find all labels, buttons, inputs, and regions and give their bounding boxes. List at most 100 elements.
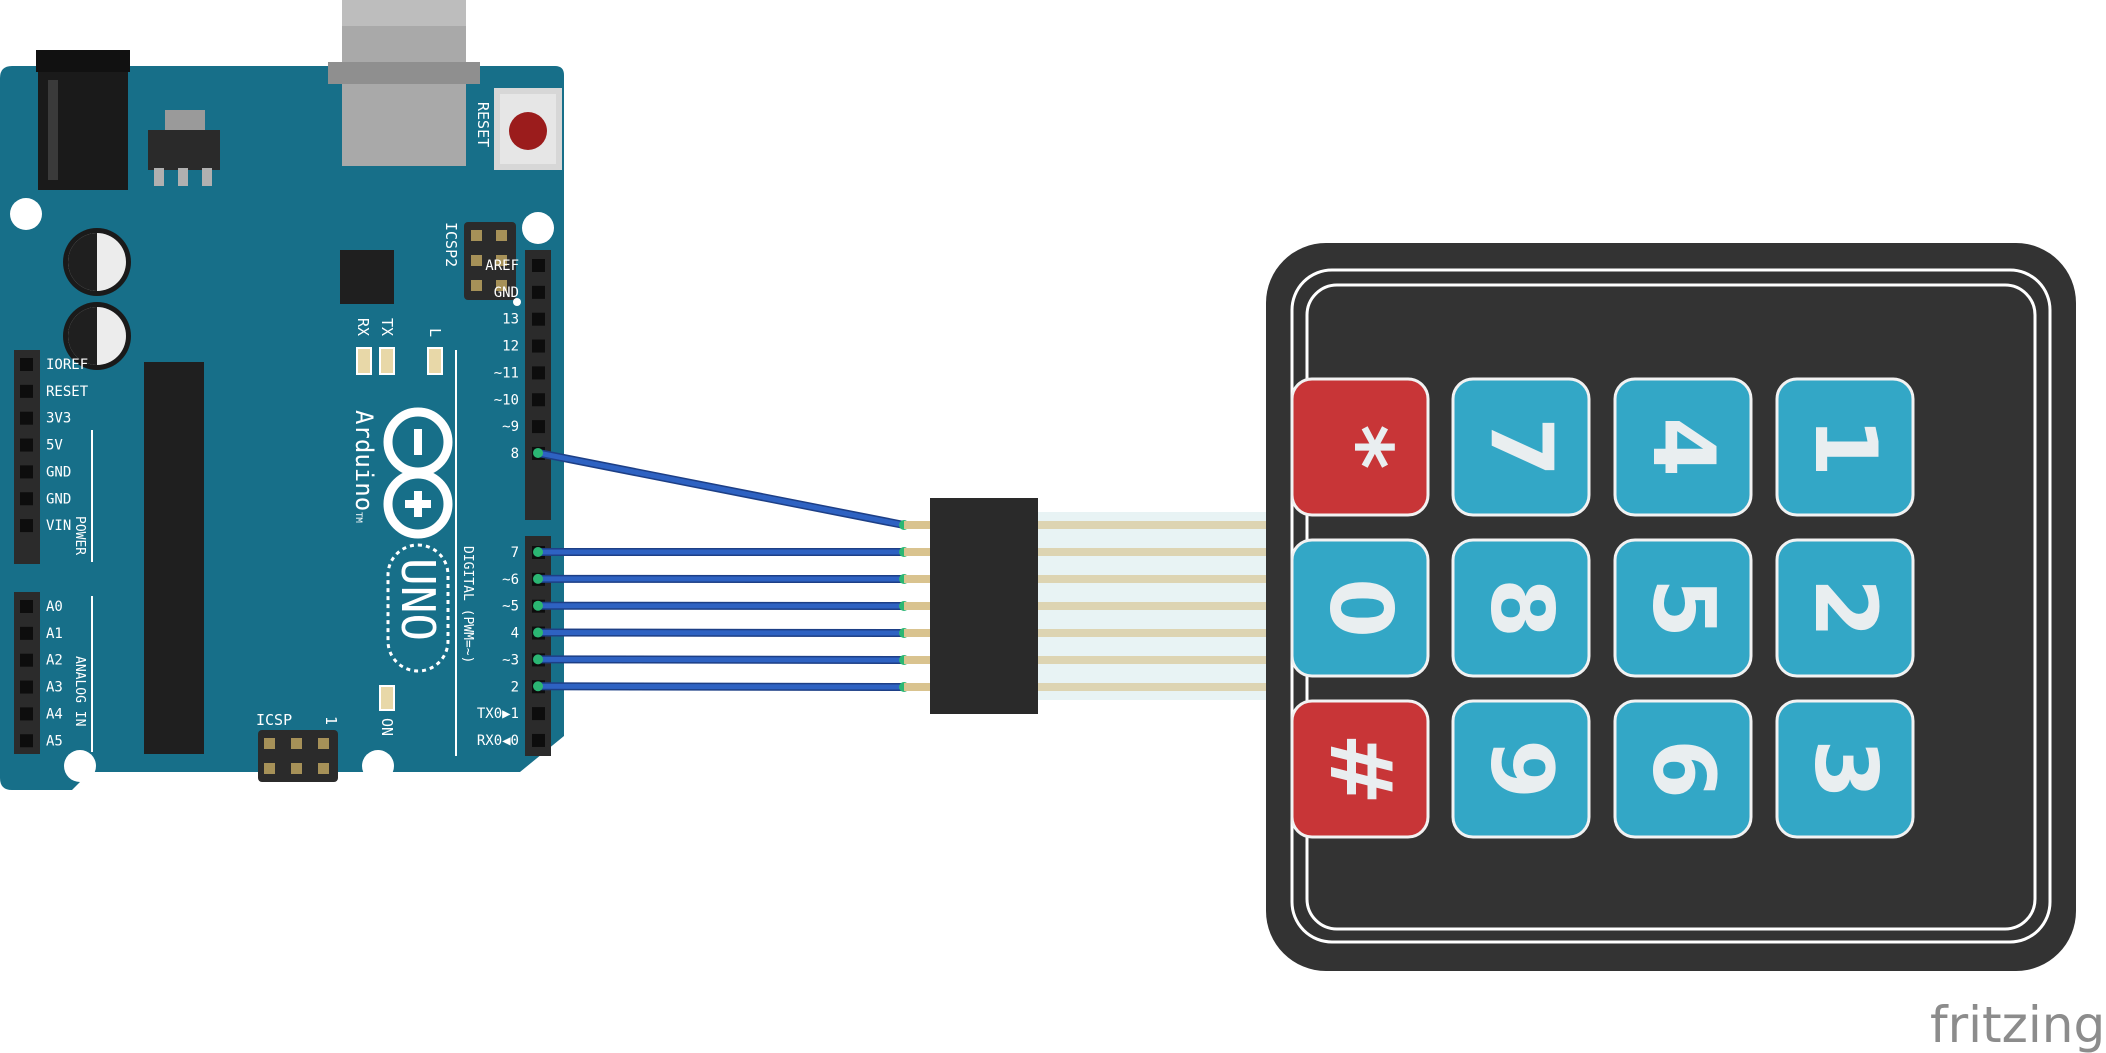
key-label: 5 bbox=[1633, 578, 1733, 638]
analog-pin-label: A1 bbox=[46, 626, 63, 642]
ribbon-trace bbox=[1038, 548, 1266, 556]
connector-leg bbox=[904, 656, 934, 664]
keypad-key[interactable]: 2 bbox=[1775, 538, 1915, 678]
icsp-label: ICSP bbox=[256, 711, 292, 729]
digital-pin-label: AREF bbox=[485, 258, 519, 274]
key-label: # bbox=[1310, 733, 1410, 805]
jumper-wire-core bbox=[535, 683, 907, 690]
key-label: 3 bbox=[1795, 739, 1895, 799]
keypad-key[interactable]: * bbox=[1290, 377, 1430, 517]
key-face bbox=[1451, 538, 1591, 678]
digital-pin-label: 13 bbox=[502, 312, 519, 328]
uno-badge bbox=[386, 543, 450, 673]
keypad-key[interactable]: # bbox=[1290, 699, 1430, 839]
key-face bbox=[1451, 377, 1591, 517]
power-pin-label: RESET bbox=[46, 384, 89, 400]
usb-connector bbox=[328, 0, 480, 166]
icsp-header bbox=[258, 730, 338, 782]
digital-label: DIGITAL (PWM=~) bbox=[460, 546, 475, 663]
keypad-key[interactable]: 3 bbox=[1775, 699, 1915, 839]
keypad-key[interactable]: 4 bbox=[1613, 377, 1753, 517]
brand-label: Arduino bbox=[350, 410, 378, 511]
mounting-hole bbox=[64, 750, 96, 782]
digital-pin-label: ~11 bbox=[494, 365, 519, 381]
digital-pin-label: 8 bbox=[511, 446, 519, 462]
ribbon-trace bbox=[1038, 683, 1266, 691]
wire-end bbox=[533, 547, 543, 557]
board-pcb bbox=[0, 66, 564, 790]
header-pin bbox=[532, 733, 545, 747]
rx-label: RX bbox=[354, 318, 372, 336]
header-pin bbox=[532, 366, 545, 380]
power-label: POWER bbox=[72, 516, 87, 555]
digital-pin-label: 4 bbox=[511, 626, 519, 642]
keypad-key[interactable]: 5 bbox=[1613, 538, 1753, 678]
header-pin bbox=[20, 492, 33, 506]
usb-chip bbox=[340, 250, 394, 304]
keypad: * 0 #7 8 9 4 5 6 1 2 3 bbox=[1266, 243, 2076, 971]
keypad-key[interactable]: 6 bbox=[1613, 699, 1753, 839]
icsp2-header bbox=[464, 222, 516, 300]
header-pin bbox=[20, 519, 33, 533]
ribbon-trace bbox=[1038, 656, 1266, 664]
analog-label: ANALOG IN bbox=[72, 656, 87, 726]
fritzing-watermark: fritzing bbox=[1930, 996, 2105, 1053]
l-led bbox=[427, 347, 443, 375]
jumper-wires bbox=[533, 447, 909, 692]
key-label: 9 bbox=[1471, 739, 1571, 799]
mounting-hole bbox=[362, 750, 394, 782]
digital-pin-label: ~9 bbox=[502, 419, 519, 435]
keypad-key[interactable]: 8 bbox=[1451, 538, 1591, 678]
header-pin bbox=[20, 707, 33, 721]
key-face bbox=[1775, 377, 1915, 517]
tm-label: TM bbox=[353, 512, 363, 523]
keypad-key[interactable]: 9 bbox=[1451, 699, 1591, 839]
key-label: 8 bbox=[1471, 578, 1571, 638]
digital-pin-label: RX0◀0 bbox=[477, 733, 519, 749]
wire-end bbox=[533, 654, 543, 665]
wire-end bbox=[533, 681, 543, 692]
key-label: 6 bbox=[1633, 739, 1733, 799]
tx-label: TX bbox=[378, 318, 396, 336]
power-pin-label: VIN bbox=[46, 518, 71, 534]
power-pin-label: IOREF bbox=[46, 357, 88, 373]
key-face bbox=[1290, 538, 1430, 678]
icsp2-label: ICSP2 bbox=[442, 222, 460, 267]
arduino-logo bbox=[383, 407, 453, 539]
key-face bbox=[1775, 538, 1915, 678]
header-pin bbox=[532, 707, 545, 721]
keypad-key[interactable]: 0 bbox=[1290, 538, 1430, 678]
capacitor bbox=[63, 302, 131, 370]
mounting-hole bbox=[10, 198, 42, 230]
header-pin bbox=[20, 653, 33, 667]
key-face bbox=[1613, 377, 1753, 517]
keypad-key[interactable]: 1 bbox=[1775, 377, 1915, 517]
power-pin-label: GND bbox=[46, 491, 71, 507]
mounting-hole bbox=[522, 212, 554, 244]
analog-pin-label: A5 bbox=[46, 733, 63, 749]
digital-header-upper bbox=[525, 250, 551, 520]
header-pin bbox=[532, 285, 545, 299]
rx-led bbox=[356, 347, 372, 375]
ribbon-trace bbox=[1038, 521, 1266, 529]
arduino-uno-board: RESET ICSP2 bbox=[0, 0, 564, 790]
connector-leg bbox=[904, 548, 934, 556]
header-pin bbox=[20, 680, 33, 694]
header-pin bbox=[532, 339, 545, 353]
ribbon-trace bbox=[1038, 575, 1266, 583]
key-label: * bbox=[1310, 425, 1410, 470]
power-pin-label: GND bbox=[46, 464, 71, 480]
wire-end bbox=[533, 600, 543, 611]
header-pin bbox=[20, 465, 33, 479]
atmega-chip bbox=[144, 362, 204, 754]
model-label: UNO bbox=[391, 558, 445, 641]
keypad-key[interactable]: 7 bbox=[1451, 377, 1591, 517]
header-pin bbox=[20, 411, 33, 425]
reset-button[interactable] bbox=[494, 88, 562, 170]
digital-pin-label: ~10 bbox=[494, 392, 519, 408]
key-label: 2 bbox=[1795, 578, 1895, 638]
header-pin bbox=[20, 384, 33, 398]
digital-header-lower bbox=[525, 536, 551, 756]
digital-pin-label: ~6 bbox=[502, 572, 519, 588]
capacitor bbox=[63, 228, 131, 296]
